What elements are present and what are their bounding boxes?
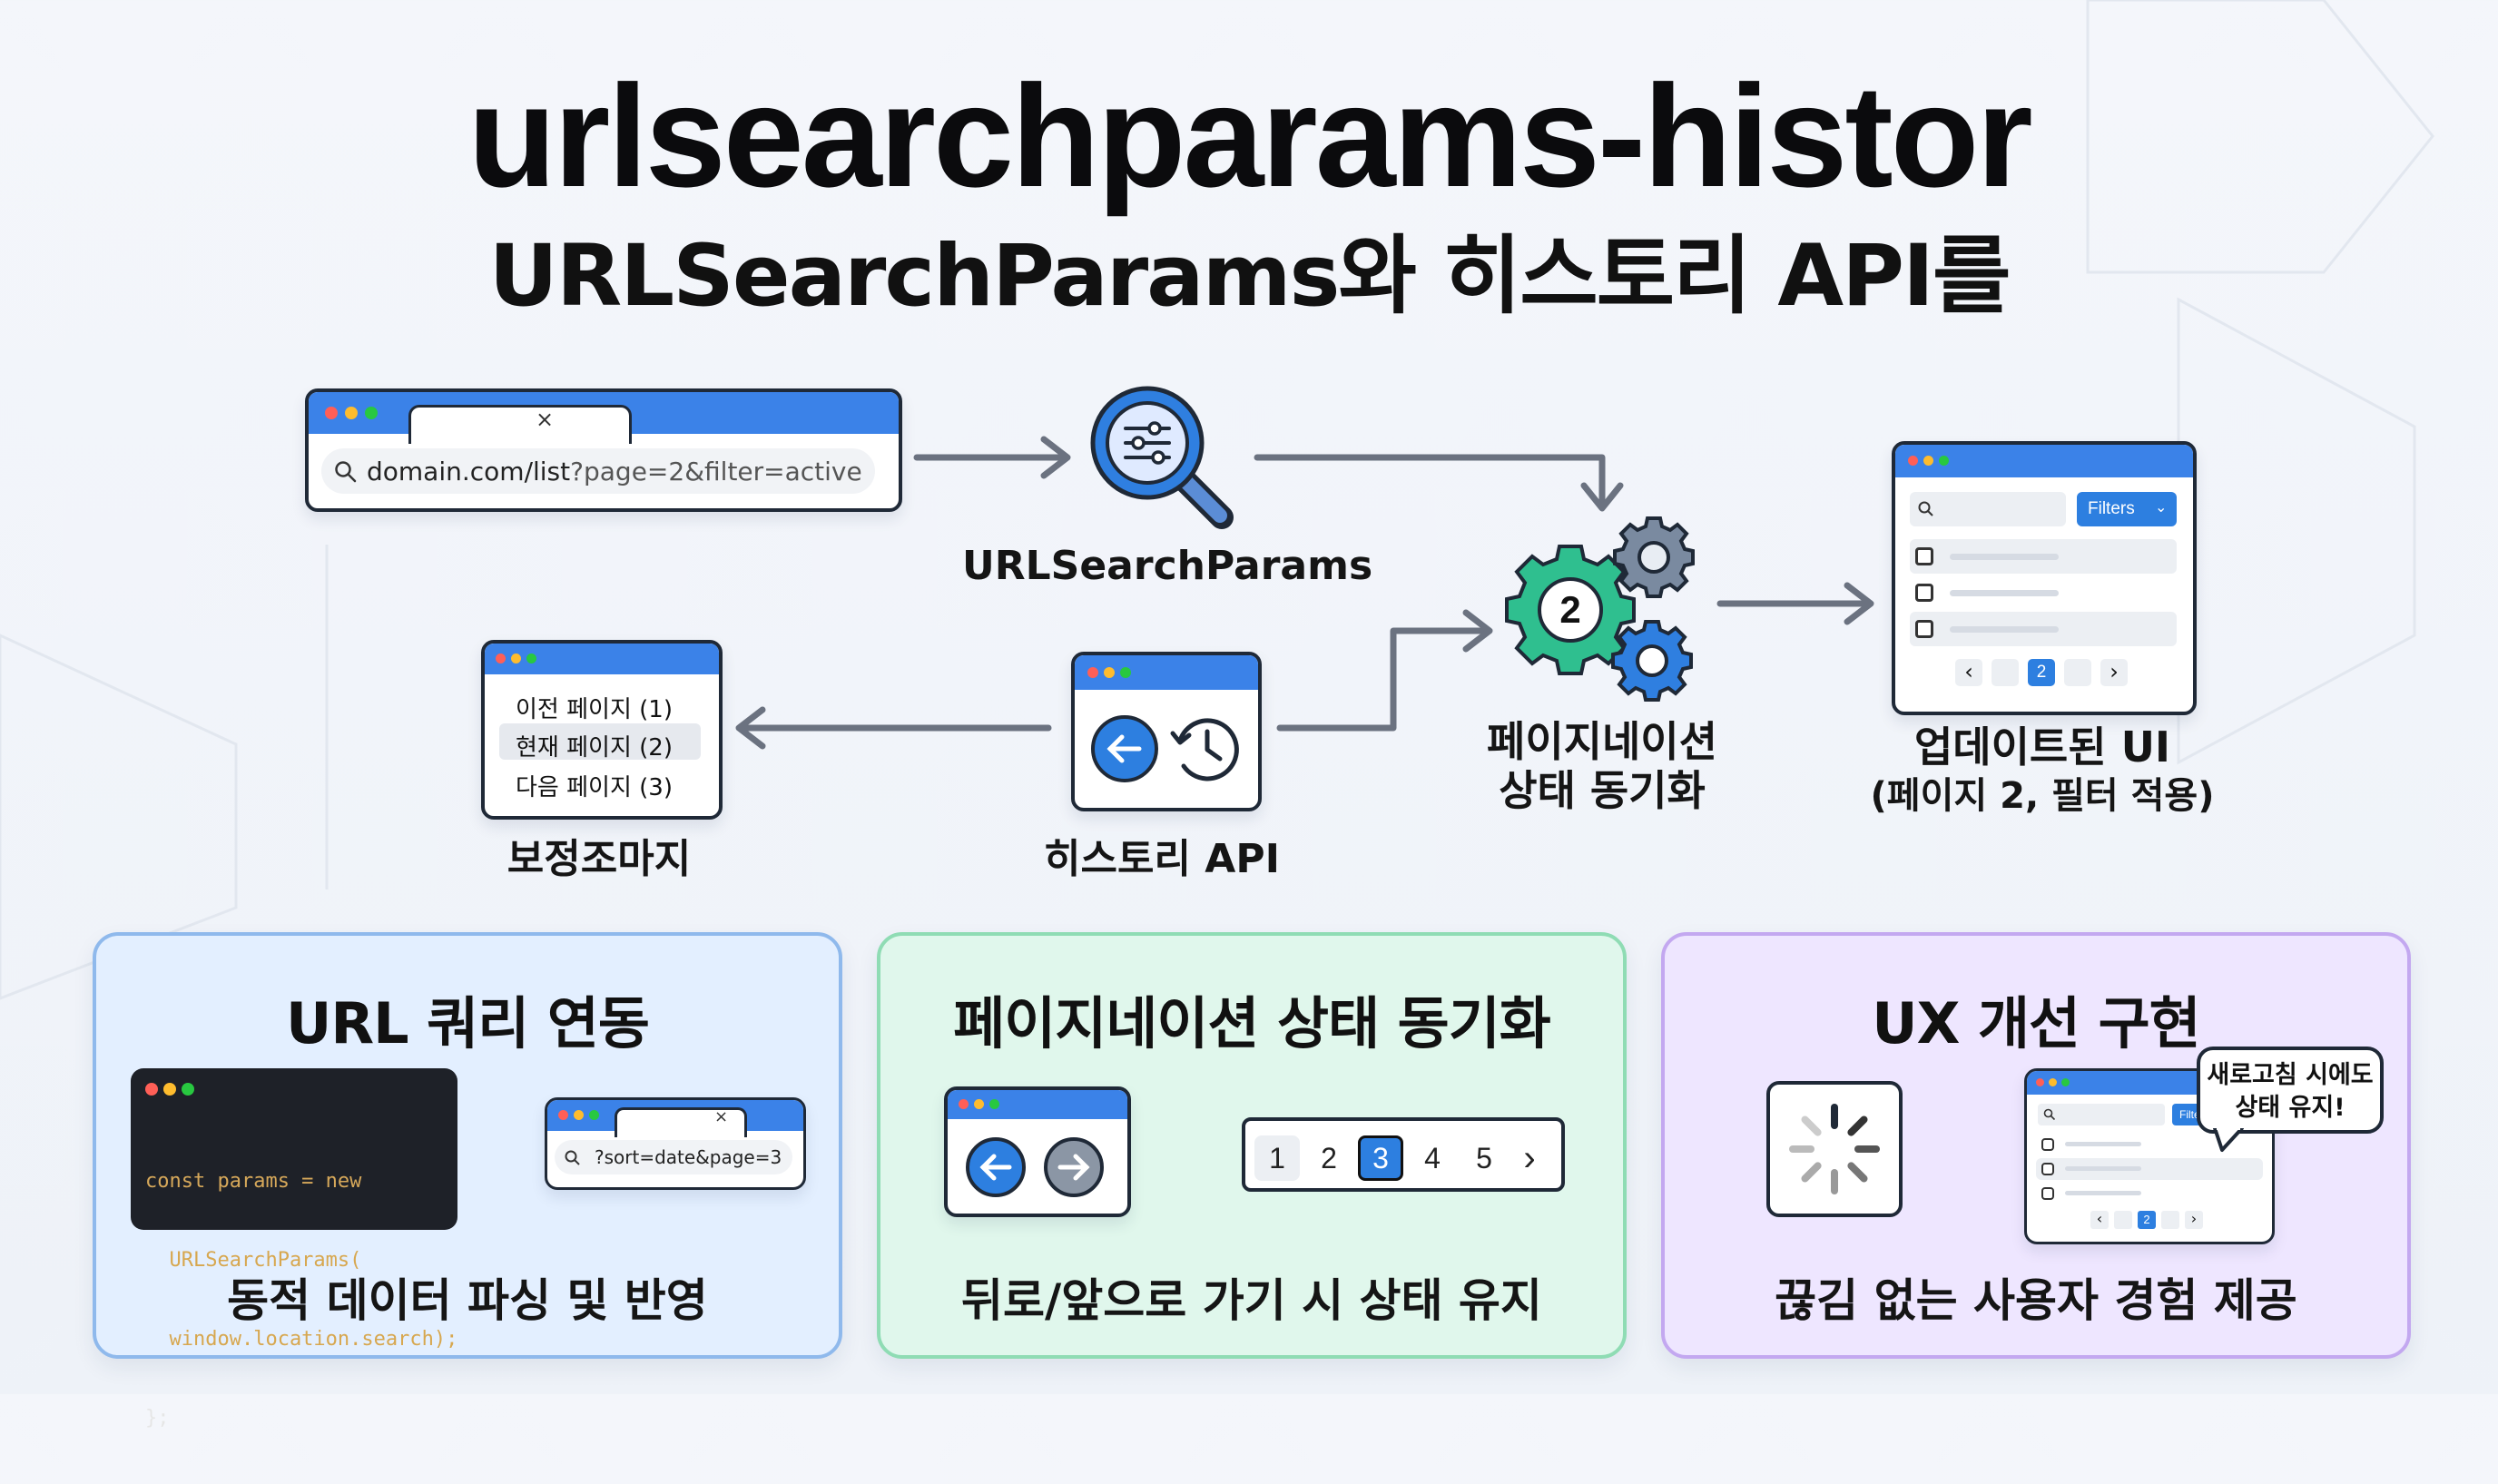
history-api-label: 히스토리 API <box>1044 836 1280 882</box>
pagination-prev[interactable]: ‹ <box>1955 659 1982 686</box>
page-button-5[interactable]: 5 <box>1476 1142 1492 1174</box>
card-url-query-title: URL 쿼리 연동 <box>286 990 650 1056</box>
sync-gears-icon: 2 <box>1505 516 1695 702</box>
loading-box <box>1766 1081 1903 1217</box>
page-list-item-current-bg <box>499 723 701 760</box>
page-subtitle: URLSearchParams와 히스토리 API를 <box>488 227 2011 326</box>
updated-ui-label-line1: 업데이트된 UI <box>1913 722 2171 771</box>
page-list-window: 이전 페이지 (1) 현재 페이지 (2) 다음 페이지 (3) <box>481 640 723 820</box>
card-url-query-footer: 동적 데이터 파싱 및 반영 <box>227 1274 708 1327</box>
search-icon <box>565 1150 580 1165</box>
checkbox[interactable] <box>1915 620 1933 638</box>
url-domain: domain.com/list <box>367 457 571 486</box>
page-title: urlsearchparams-histor <box>467 54 2032 217</box>
page-button-3[interactable]: 3 <box>1358 1135 1403 1181</box>
tab-close-icon[interactable]: × <box>536 407 555 432</box>
sync-label-line2: 상태 동기화 <box>1499 766 1706 815</box>
browser-tab[interactable] <box>615 1107 747 1137</box>
url-bar[interactable]: domain.com/list?page=2&filter=active <box>321 448 875 494</box>
checkbox[interactable] <box>1915 547 1933 565</box>
back-arrow-icon[interactable] <box>1089 713 1160 784</box>
mini-url-browser: × ?sort=date&page=3 <box>545 1097 806 1190</box>
magnifier-filter-icon <box>1090 386 1234 529</box>
tab-close-icon[interactable]: × <box>714 1107 729 1126</box>
ux-pagination-active[interactable]: 2 <box>2138 1211 2156 1229</box>
code-snippet: const params = new URLSearchParams( wind… <box>131 1068 457 1430</box>
pagination-bar: 1 2 3 4 5 › <box>1242 1117 1565 1192</box>
bubble-tail <box>2213 1128 2244 1152</box>
ux-mini-window: Filte ‹ 2 › <box>2024 1068 2275 1244</box>
sync-label: 페이지네이션 상태 동기화 <box>1416 717 1788 815</box>
card-ux: UX 개선 구현 Filte <box>1661 932 2411 1359</box>
search-icon <box>1918 501 1933 516</box>
updated-ui-label-line2: (페이지 2, 필터 적용) <box>1870 775 2215 817</box>
card-pagination: 페이지네이션 상태 동기화 1 2 3 4 5 › 뒤로/앞으로 가기 시 상태… <box>877 932 1627 1359</box>
code-line-3: window.location.search); <box>145 1328 458 1351</box>
page-list-item-prev[interactable]: 이전 페이지 (1) <box>516 696 673 723</box>
card-pagination-footer: 뒤로/앞으로 가기 시 상태 유지 <box>961 1274 1542 1327</box>
checkbox[interactable] <box>2041 1138 2054 1151</box>
card-ux-title: UX 개선 구현 <box>1872 990 2200 1056</box>
page-next-button[interactable]: › <box>1523 1138 1536 1178</box>
chevron-down-icon: ⌄ <box>2155 500 2168 516</box>
url-browser-window: × domain.com/list?page=2&filter=active <box>305 388 902 512</box>
forward-arrow-icon[interactable] <box>1042 1135 1106 1199</box>
sync-badge-number: 2 <box>1559 588 1580 631</box>
page-list-item-current[interactable]: 현재 페이지 (2) <box>516 734 673 762</box>
updated-ui-window: Filters ⌄ ‹ 2 › <box>1892 441 2197 715</box>
history-api-window <box>1071 652 1262 811</box>
ux-pagination-prev[interactable]: ‹ <box>2090 1211 2109 1229</box>
checkbox[interactable] <box>2041 1163 2054 1175</box>
card-ux-footer: 끊김 없는 사용자 경험 제공 <box>1775 1274 2297 1327</box>
filters-button-label: Filters <box>2088 499 2135 518</box>
card-url-query: URL 쿼리 연동 const params = new URLSearchPa… <box>93 932 842 1430</box>
back-arrow-icon[interactable] <box>964 1135 1028 1199</box>
urlsearchparams-label: URLSearchParams <box>962 543 1373 589</box>
checkbox[interactable] <box>1915 584 1933 602</box>
page-list-item-next[interactable]: 다음 페이지 (3) <box>516 774 673 801</box>
ux-search-input[interactable] <box>2038 1104 2165 1125</box>
bubble-line1: 새로고침 시에도 <box>2207 1061 2374 1089</box>
search-icon <box>335 461 357 483</box>
search-icon <box>2043 1108 2056 1121</box>
page-button-2[interactable]: 2 <box>1321 1142 1337 1174</box>
nav-browser-window <box>944 1086 1131 1217</box>
filters-button[interactable]: Filters ⌄ <box>2077 492 2177 526</box>
sync-label-line1: 페이지네이션 <box>1487 717 1717 766</box>
card-pagination-title: 페이지네이션 상태 동기화 <box>953 990 1551 1056</box>
bojeong-label: 보정조마지 <box>506 836 692 882</box>
bubble-line2: 상태 유지! <box>2235 1094 2346 1122</box>
mini-url-bar[interactable]: ?sort=date&page=3 <box>555 1140 792 1174</box>
code-line-1: const params = new <box>145 1170 362 1193</box>
updated-ui-label: 업데이트된 UI (페이지 2, 필터 적용) <box>1824 722 2260 821</box>
mini-url-query: ?sort=date&page=3 <box>595 1146 782 1168</box>
code-line-4: }; <box>145 1407 170 1430</box>
pagination-active-page[interactable]: 2 <box>2028 659 2055 686</box>
page-button-4[interactable]: 4 <box>1424 1142 1441 1174</box>
code-line-2: URLSearchParams( <box>145 1249 362 1272</box>
loading-spinner-icon <box>1789 1104 1880 1194</box>
updated-search-input[interactable] <box>1910 492 2066 526</box>
history-clock-icon <box>1170 718 1239 781</box>
ux-pagination-next[interactable]: › <box>2185 1211 2203 1229</box>
checkbox[interactable] <box>2041 1187 2054 1200</box>
pagination-next[interactable]: › <box>2100 659 2128 686</box>
browser-tab[interactable] <box>408 405 632 444</box>
speech-bubble: 새로고침 시에도 상태 유지! <box>2197 1047 2384 1134</box>
url-query: ?page=2&filter=active <box>570 457 862 486</box>
page-button-1[interactable]: 1 <box>1254 1135 1300 1181</box>
